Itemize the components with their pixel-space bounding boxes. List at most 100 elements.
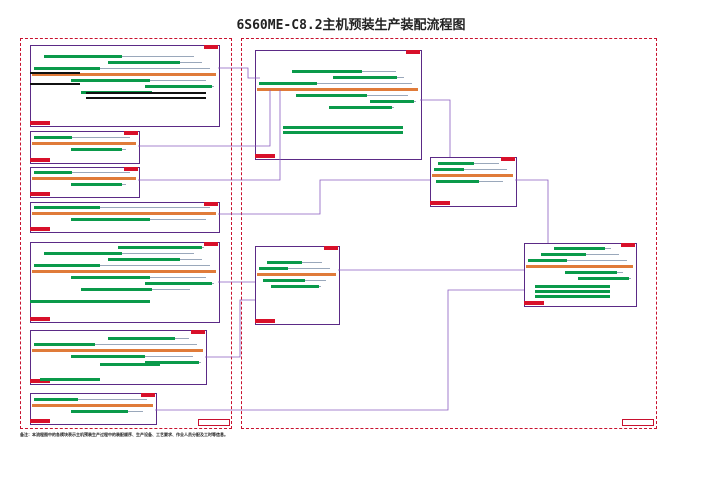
block-header-tag — [204, 45, 218, 49]
footnote: 备注：本流程图中的各模块表示主机预装生产过程中的装配顺序、生产设备、工艺要求、作… — [20, 432, 228, 437]
task-bar — [40, 378, 100, 381]
block-header-tag — [204, 202, 218, 206]
frame-stamp — [198, 419, 230, 426]
task-bar — [108, 258, 180, 261]
task-bar — [34, 343, 96, 346]
task-link — [99, 68, 210, 69]
task-link — [175, 338, 189, 339]
task-bar — [370, 100, 414, 103]
task-link — [463, 169, 507, 170]
task-bar — [108, 337, 176, 340]
task-link — [391, 107, 394, 108]
block-header-tag — [406, 50, 420, 54]
connector — [138, 90, 281, 181]
connector — [138, 90, 271, 147]
task-bar — [145, 282, 212, 285]
block-footer-tag — [524, 301, 544, 305]
task-link — [302, 262, 322, 263]
task-bar — [34, 67, 100, 70]
connector — [515, 179, 549, 243]
task-link — [319, 286, 322, 287]
task-bar — [71, 183, 122, 186]
frame-stamp — [622, 419, 654, 426]
block-header-tag — [124, 167, 138, 171]
task-bar — [34, 264, 100, 267]
task-bar — [30, 300, 150, 303]
task-bar — [565, 271, 617, 274]
task-bar — [528, 259, 567, 262]
task-bar — [34, 206, 100, 209]
task-link — [414, 101, 416, 102]
task-bar — [108, 61, 180, 64]
task-bar — [118, 246, 202, 249]
block-header-tag — [501, 157, 515, 161]
task-bar — [71, 355, 146, 358]
task-bar — [44, 55, 122, 58]
block-footer-tag — [30, 121, 50, 125]
block-footer-tag — [30, 227, 50, 231]
task-bar — [434, 168, 464, 171]
block-footer-tag — [30, 317, 50, 321]
task-bar — [535, 285, 610, 288]
task-bar — [44, 252, 122, 255]
task-bar — [100, 363, 160, 366]
task-bar-dark — [86, 92, 206, 94]
task-link — [149, 219, 206, 220]
task-bar-dark — [86, 97, 206, 99]
connector — [420, 99, 451, 157]
task-link — [212, 86, 214, 87]
task-bar — [283, 131, 403, 134]
task-link — [121, 253, 194, 254]
task-link — [396, 77, 404, 78]
task-bar — [145, 85, 212, 88]
block-footer-tag — [30, 419, 50, 423]
task-link — [366, 95, 408, 96]
task-bar — [34, 171, 72, 174]
task-link — [616, 272, 623, 273]
task-link — [127, 411, 143, 412]
task-bar — [436, 180, 479, 183]
task-bar — [333, 76, 397, 79]
main-flow-line — [432, 174, 513, 177]
task-link — [145, 356, 193, 357]
task-bar-dark — [30, 72, 80, 74]
task-link — [361, 71, 396, 72]
main-flow-line — [32, 349, 203, 352]
block-footer-tag — [30, 158, 50, 162]
task-bar — [71, 276, 150, 279]
task-link — [149, 80, 206, 81]
block-header-tag — [621, 243, 635, 247]
block-footer-tag — [430, 201, 450, 205]
main-flow-line — [257, 273, 336, 276]
task-link — [99, 207, 210, 208]
task-bar — [259, 267, 289, 270]
task-link — [585, 254, 619, 255]
main-flow-line — [32, 73, 216, 76]
task-bar — [71, 79, 150, 82]
block-footer-tag — [30, 192, 50, 196]
task-bar — [271, 285, 320, 288]
task-bar — [71, 410, 128, 413]
task-link — [288, 268, 330, 269]
main-flow-line — [32, 270, 216, 273]
connector — [205, 299, 255, 358]
task-link — [212, 283, 214, 284]
connector — [218, 179, 430, 215]
task-link — [179, 259, 202, 260]
process-block[interactable] — [255, 50, 422, 160]
task-bar — [578, 277, 629, 280]
task-bar — [329, 106, 392, 109]
task-link — [121, 149, 126, 150]
main-flow-line — [32, 142, 136, 145]
task-bar — [263, 279, 306, 282]
main-flow-line — [32, 212, 216, 215]
task-bar-dark — [30, 83, 80, 85]
connector — [218, 67, 260, 79]
task-bar — [81, 288, 152, 291]
task-bar — [438, 162, 474, 165]
diagram-title: 6S60ME-C8.2主机预装生产装配流程图 — [236, 18, 466, 33]
connector — [155, 289, 524, 411]
task-bar — [292, 70, 362, 73]
task-link — [199, 362, 201, 363]
task-link — [473, 163, 499, 164]
